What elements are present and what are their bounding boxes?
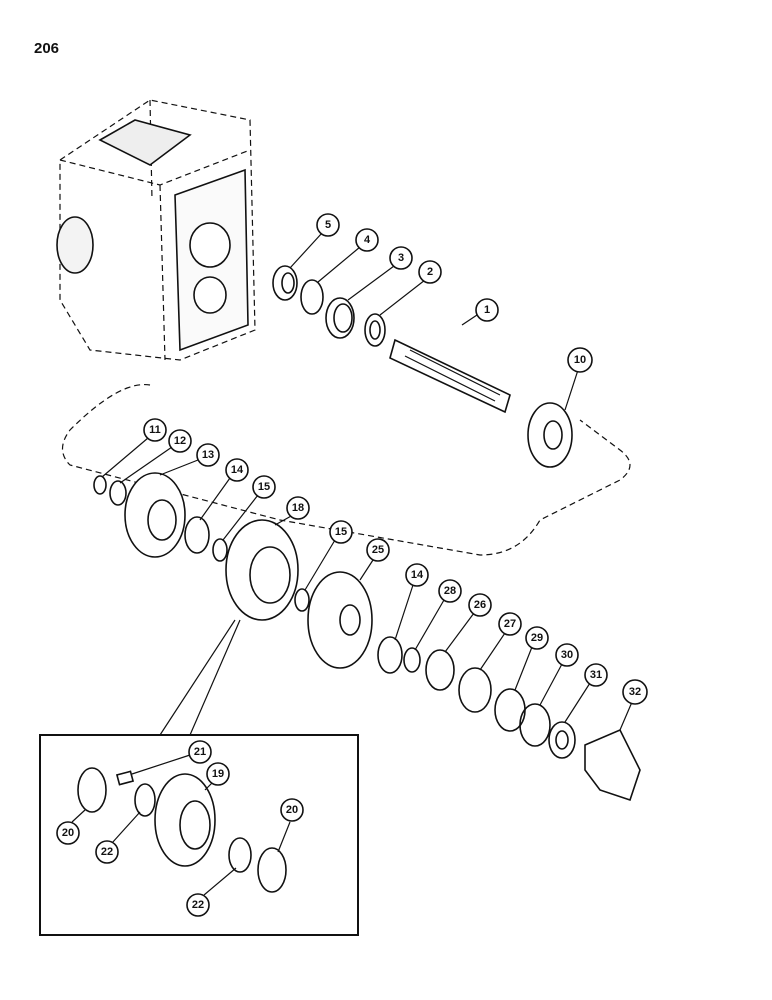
svg-text:11: 11 — [149, 424, 161, 436]
svg-text:32: 32 — [629, 686, 641, 698]
seal-part-31 — [548, 721, 576, 759]
svg-text:28: 28 — [444, 585, 456, 597]
page-number: 206 — [34, 40, 60, 57]
gear-part-25 — [307, 571, 373, 669]
callout-3: 3 — [347, 246, 413, 301]
svg-text:4: 4 — [364, 234, 371, 246]
callout-18: 18 — [274, 496, 310, 526]
svg-text:30: 30 — [561, 649, 573, 661]
needle-bearing-part-14-lower — [377, 636, 403, 674]
svg-text:15: 15 — [258, 481, 270, 493]
snap-ring-part-30 — [519, 703, 551, 747]
blocker-ring-part-20-left — [77, 767, 107, 813]
callout-20b: 20 — [277, 798, 304, 853]
svg-text:3: 3 — [398, 252, 404, 264]
svg-text:21: 21 — [194, 746, 206, 758]
spring-part-22-right — [228, 837, 252, 873]
callout-19: 19 — [204, 762, 230, 791]
svg-text:14: 14 — [231, 464, 244, 476]
needle-bearing-part-14-upper — [184, 516, 210, 554]
callout-15b: 15 — [304, 520, 353, 591]
washer-part-15-upper — [212, 538, 228, 562]
blocker-ring-part-20-right — [257, 847, 287, 893]
callout-29: 29 — [514, 626, 549, 691]
callout-26: 26 — [444, 593, 492, 653]
washer-part-15-lower — [294, 588, 310, 612]
key-part-21 — [115, 770, 135, 786]
svg-text:29: 29 — [531, 632, 543, 644]
callout-20a: 20 — [56, 809, 86, 845]
callout-1: 1 — [461, 298, 499, 326]
svg-text:18: 18 — [292, 502, 304, 514]
callout-25: 25 — [359, 538, 390, 581]
svg-text:13: 13 — [202, 449, 214, 461]
svg-text:10: 10 — [574, 354, 586, 366]
callout-13: 13 — [159, 443, 220, 476]
callout-2: 2 — [379, 260, 442, 316]
transmission-housing — [56, 99, 256, 361]
callout-14b: 14 — [394, 563, 429, 641]
svg-text:2: 2 — [427, 266, 433, 278]
svg-text:22: 22 — [101, 846, 113, 858]
callout-10: 10 — [564, 347, 593, 411]
svg-text:19: 19 — [212, 768, 224, 780]
svg-text:12: 12 — [174, 435, 186, 447]
bearing-cup-part-3 — [325, 297, 355, 339]
gear-part-13 — [124, 472, 186, 558]
callout-22a: 22 — [95, 811, 141, 864]
assembly-group-outline — [61, 383, 631, 556]
svg-text:1: 1 — [484, 304, 490, 316]
snap-ring-part-11 — [93, 475, 107, 495]
callout-15a: 15 — [222, 475, 276, 541]
callout-28: 28 — [414, 579, 462, 651]
svg-text:14: 14 — [411, 569, 424, 581]
svg-text:20: 20 — [286, 804, 298, 816]
callout-14a: 14 — [199, 458, 249, 521]
svg-text:22: 22 — [192, 899, 204, 911]
shaft-part-1 — [389, 338, 511, 414]
svg-text:15: 15 — [335, 526, 347, 538]
svg-text:5: 5 — [325, 219, 331, 231]
spring-part-22-left — [134, 783, 156, 817]
bearing-cone-part-2 — [364, 313, 386, 347]
bearing-cup-part-27 — [458, 667, 492, 713]
synchronizer-part-18 — [225, 519, 299, 621]
seal-part-5 — [272, 265, 298, 301]
washer-part-28 — [403, 647, 421, 673]
callout-22b: 22 — [186, 867, 237, 917]
yoke-part-32 — [584, 728, 641, 802]
callout-5: 5 — [289, 213, 340, 269]
gear-part-10 — [527, 402, 573, 468]
svg-text:27: 27 — [504, 618, 516, 630]
snap-ring-part-4 — [300, 279, 324, 315]
callout-4: 4 — [317, 228, 379, 283]
svg-text:26: 26 — [474, 599, 486, 611]
synchronizer-detail-inset — [39, 619, 359, 936]
callout-30: 30 — [539, 643, 579, 706]
callout-27: 27 — [479, 612, 522, 671]
svg-text:20: 20 — [62, 827, 74, 839]
callout-32: 32 — [619, 679, 648, 731]
callout-12: 12 — [119, 429, 192, 484]
bearing-cone-part-26 — [425, 649, 455, 691]
hub-part-19 — [154, 773, 216, 867]
washer-part-12 — [109, 480, 127, 506]
callout-31: 31 — [564, 663, 608, 723]
svg-text:31: 31 — [590, 669, 602, 681]
callout-21: 21 — [131, 740, 212, 775]
svg-text:25: 25 — [372, 544, 384, 556]
callout-11: 11 — [101, 418, 167, 478]
